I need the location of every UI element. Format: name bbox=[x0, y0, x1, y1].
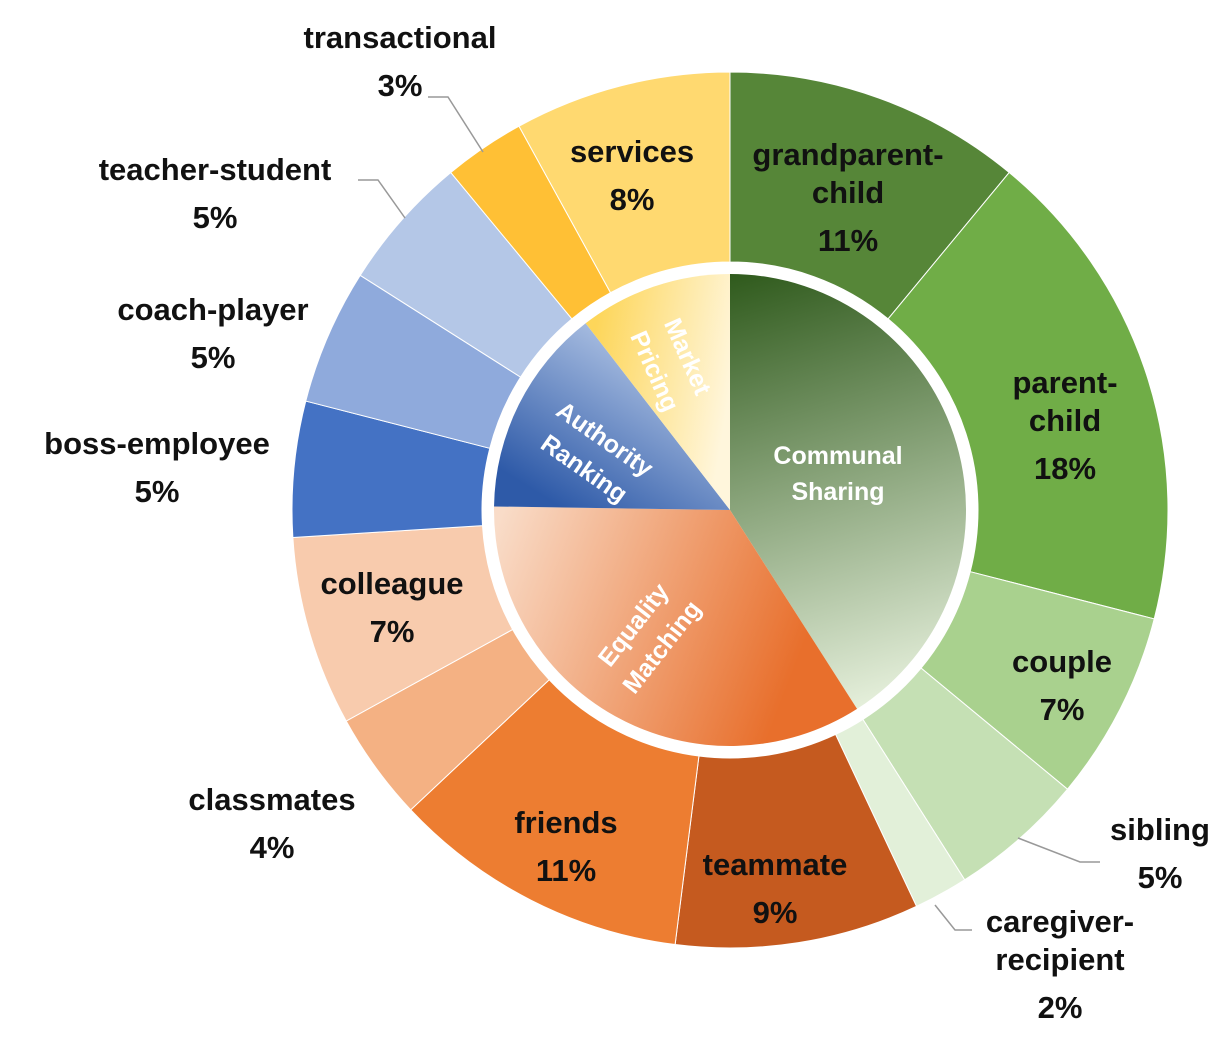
outer-label-value: 4% bbox=[250, 830, 295, 865]
inner-slice-authority-ranking bbox=[494, 323, 730, 510]
leader-line-caregiver-recipient bbox=[934, 904, 972, 931]
outer-label-value: 7% bbox=[1040, 692, 1085, 727]
outer-label-text: transactional bbox=[304, 20, 497, 55]
outer-label-text: couple bbox=[1012, 644, 1112, 679]
outer-label-value: 7% bbox=[370, 614, 415, 649]
outer-label-value: 3% bbox=[378, 68, 423, 103]
outer-label-text: grandparent- bbox=[752, 137, 943, 172]
outer-label-text: coach-player bbox=[117, 292, 308, 327]
leader-line-sibling bbox=[1017, 837, 1100, 863]
outer-label-text: services bbox=[570, 134, 694, 169]
outer-label-classmates: classmates 4% bbox=[188, 782, 355, 865]
outer-label-text: parent- bbox=[1012, 365, 1117, 400]
inner-slice-equality-matching bbox=[494, 506, 858, 746]
outer-label-couple: couple 7% bbox=[1012, 644, 1112, 727]
leader-line-teacher-student bbox=[358, 179, 406, 219]
outer-label-text: classmates bbox=[188, 782, 355, 817]
outer-label-sibling: sibling 5% bbox=[1110, 812, 1210, 895]
outer-label-text: caregiver- bbox=[986, 904, 1134, 939]
outer-label-colleague: colleague 7% bbox=[321, 566, 464, 649]
outer-label-parent-child: parent-child 18% bbox=[1012, 365, 1117, 486]
outer-label-services: services 8% bbox=[570, 134, 694, 217]
outer-label-boss-employee: boss-employee 5% bbox=[44, 426, 270, 509]
outer-label-text: teacher-student bbox=[99, 152, 332, 187]
outer-label-teammate: teammate 9% bbox=[703, 847, 848, 930]
outer-label-transactional: transactional 3% bbox=[304, 20, 497, 103]
outer-label-value: 18% bbox=[1034, 451, 1096, 486]
outer-label-teacher-student: teacher-student 5% bbox=[99, 152, 332, 235]
outer-label-text: friends bbox=[514, 805, 617, 840]
outer-label-value: 11% bbox=[536, 853, 596, 888]
outer-label-value: 5% bbox=[1138, 860, 1183, 895]
outer-label-text: recipient bbox=[995, 942, 1124, 977]
outer-label-text: sibling bbox=[1110, 812, 1210, 847]
outer-label-caregiver-recipient: caregiver-recipient 2% bbox=[986, 904, 1134, 1025]
outer-label-friends: friends 11% bbox=[514, 805, 617, 888]
outer-label-coach-player: coach-player 5% bbox=[117, 292, 308, 375]
outer-label-value: 5% bbox=[191, 340, 236, 375]
outer-label-value: 5% bbox=[193, 200, 238, 235]
inner-slice-communal-sharing bbox=[730, 274, 966, 709]
leader-line-transactional bbox=[428, 96, 484, 153]
outer-label-value: 5% bbox=[135, 474, 180, 509]
outer-label-value: 9% bbox=[753, 895, 798, 930]
inner-ring bbox=[494, 274, 966, 746]
outer-label-text: child bbox=[1029, 403, 1101, 438]
outer-label-value: 8% bbox=[610, 182, 655, 217]
leader-lines bbox=[358, 96, 1100, 931]
outer-label-text: boss-employee bbox=[44, 426, 270, 461]
outer-label-value: 2% bbox=[1038, 990, 1083, 1025]
inner-slice-market-pricing bbox=[585, 274, 730, 510]
outer-label-value: 11% bbox=[818, 223, 878, 258]
outer-label-grandparent-child: grandparent-child 11% bbox=[752, 137, 943, 258]
outer-labels: grandparent-child 11% parent-child 18% coupl… bbox=[44, 20, 1210, 1025]
outer-label-text: teammate bbox=[703, 847, 848, 882]
outer-label-text: child bbox=[812, 175, 884, 210]
outer-label-text: colleague bbox=[321, 566, 464, 601]
